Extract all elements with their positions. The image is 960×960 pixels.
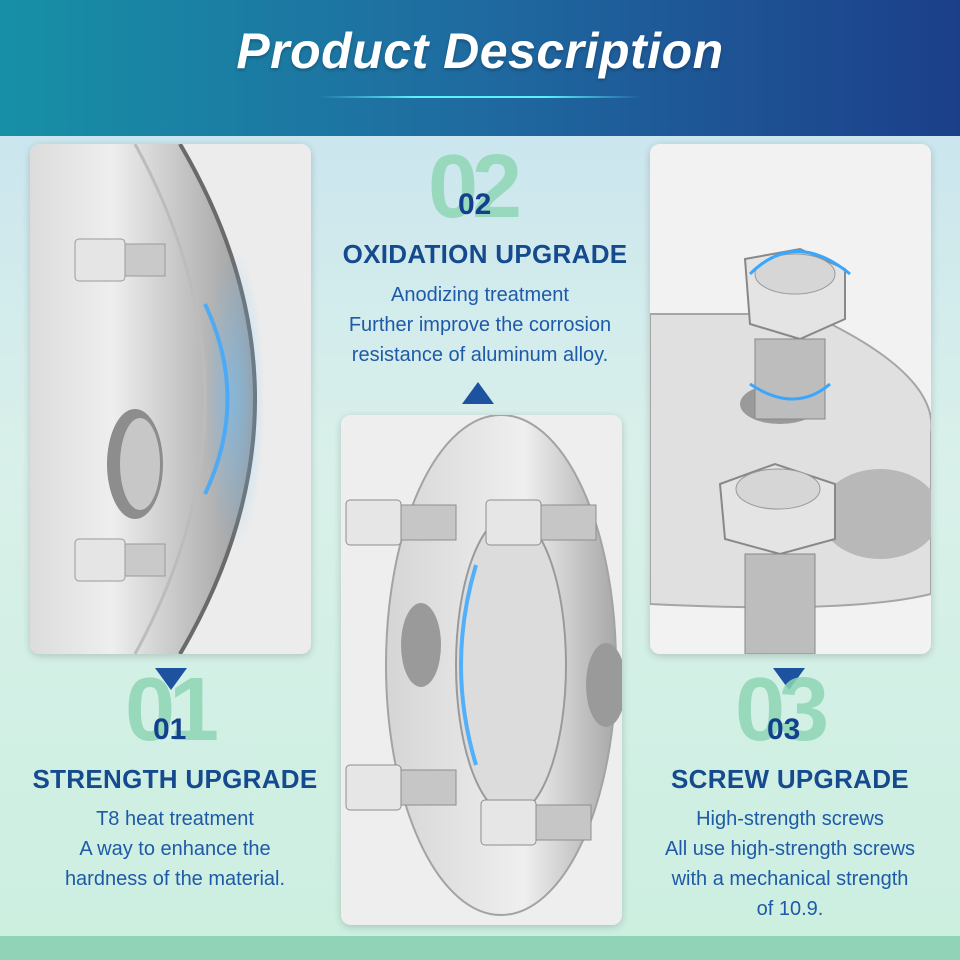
- section-03-line-4: of 10.9.: [756, 898, 824, 920]
- section-02-line-3: resistance of aluminum alloy.: [351, 344, 609, 366]
- section-03-line-1: High-strength screws: [696, 808, 884, 830]
- spacer-edge-photo: [30, 144, 311, 654]
- section-02-line-1: Anodizing treatment: [391, 284, 569, 306]
- section-03-arrow-down-icon: [773, 668, 805, 690]
- section-02-number: 02: [458, 188, 492, 221]
- section-03-line-2: All use high-strength screws: [664, 838, 916, 860]
- section-03-watermark: 03: [735, 660, 829, 760]
- section-02-title: OXIDATION UPGRADE: [342, 239, 628, 269]
- section-02-line-2: Further improve the corrosion: [348, 314, 612, 336]
- spacer-edge-image: [30, 144, 311, 654]
- section-02-description: Anodizing treatment Further improve the …: [310, 280, 650, 370]
- section-02-arrow-up-icon: [462, 382, 494, 404]
- section-03-number: 03: [767, 713, 801, 746]
- section-01-description: T8 heat treatment A way to enhance the h…: [20, 804, 330, 894]
- page-title: Product Description: [236, 23, 724, 79]
- section-01-arrow-down-icon: [155, 668, 187, 690]
- section-01-line-3: hardness of the material.: [64, 868, 286, 890]
- section-01-watermark: 01: [125, 660, 219, 760]
- spacer-bolts-photo: [341, 415, 622, 925]
- section-01-line-2: A way to enhance the: [79, 838, 271, 860]
- title-underline: [318, 96, 642, 98]
- section-02-watermark: 02: [428, 137, 522, 237]
- section-03-line-3: with a mechanical strength: [671, 868, 909, 890]
- section-01-number: 01: [153, 713, 187, 746]
- spacer-bolts-image: [341, 415, 622, 925]
- screw-image: [650, 144, 931, 654]
- section-01-title: STRENGTH UPGRADE: [32, 764, 318, 794]
- bolt-upper: [743, 247, 851, 420]
- section-03-title: SCREW UPGRADE: [671, 764, 909, 794]
- section-03-description: High-strength screws All use high-streng…: [630, 804, 950, 924]
- section-01-line-1: T8 heat treatment: [96, 808, 254, 830]
- screw-photo: [650, 144, 931, 654]
- bolt-lower: [718, 462, 836, 654]
